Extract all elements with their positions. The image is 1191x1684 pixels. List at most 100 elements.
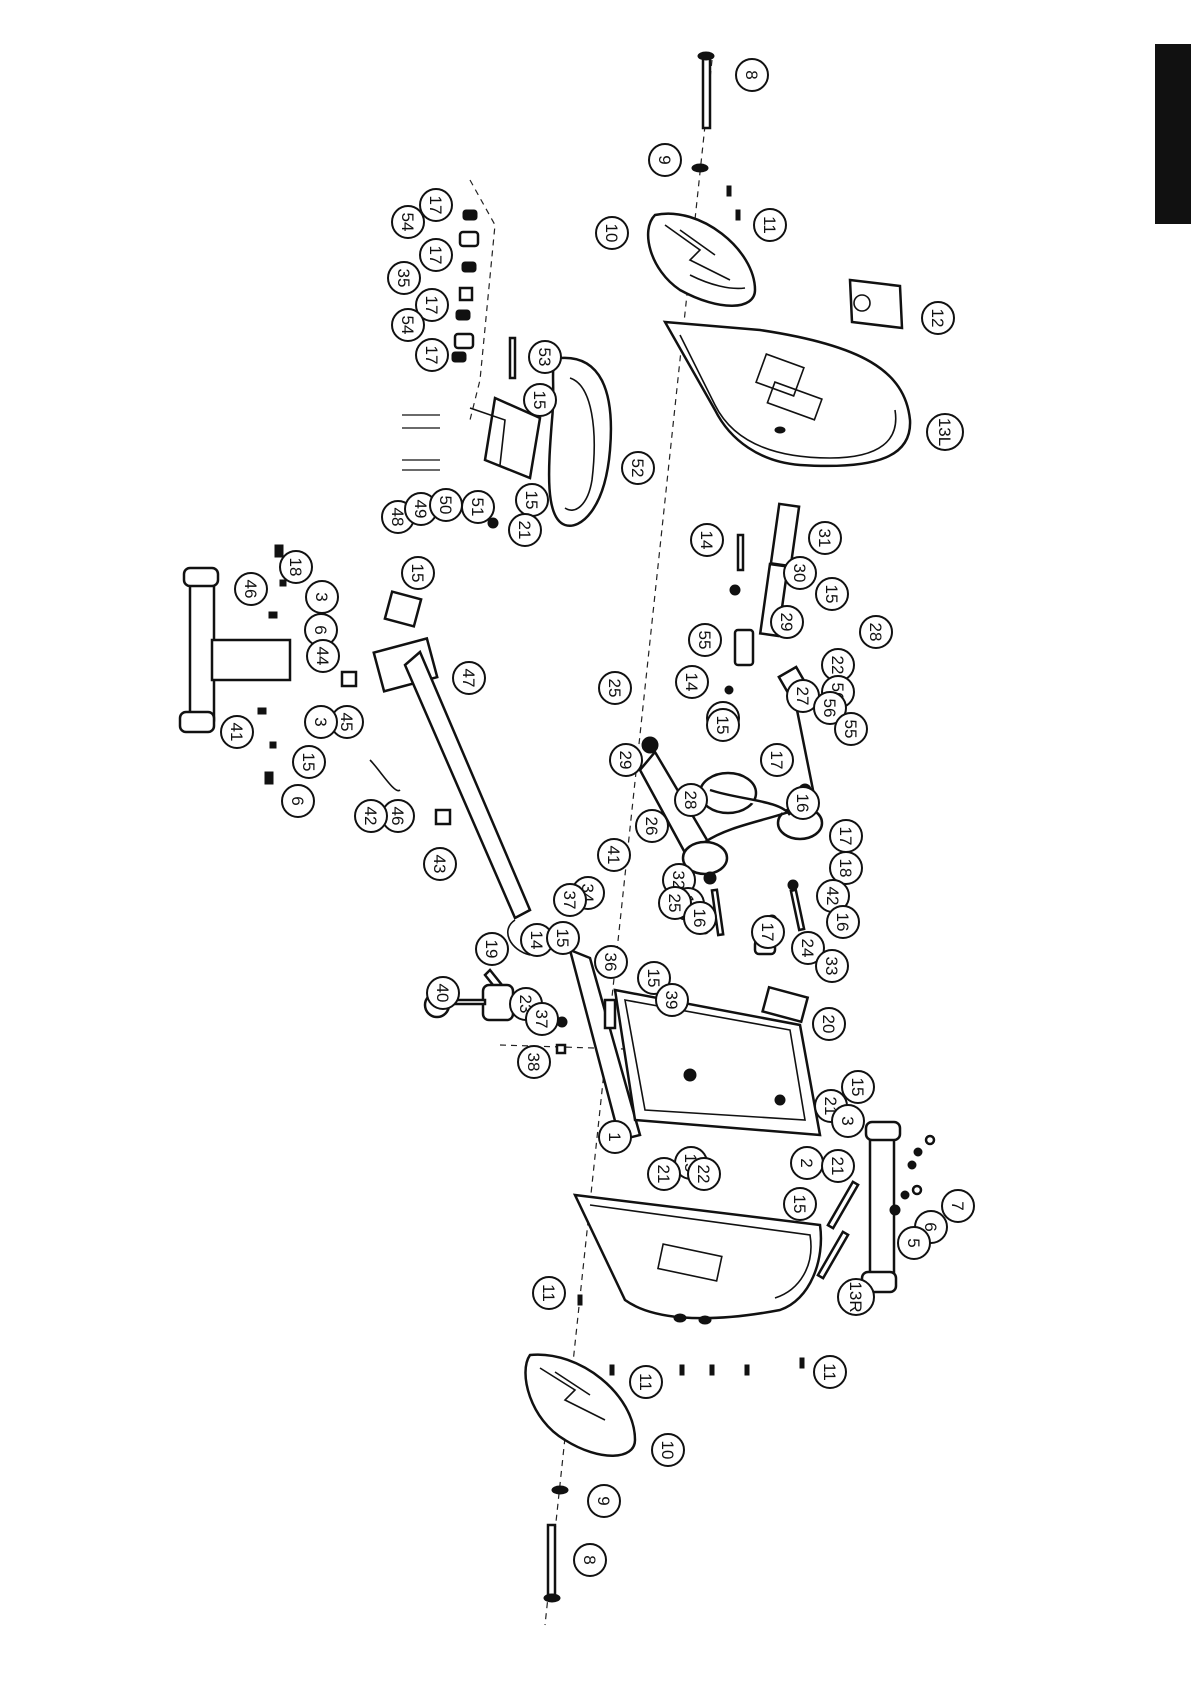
part-number: 10 — [658, 1441, 677, 1460]
part-number: 13L — [935, 418, 954, 446]
part-number: 25 — [665, 894, 684, 913]
part-number: 36 — [601, 953, 620, 972]
part-number: 11 — [760, 216, 779, 234]
part-number: 30 — [790, 564, 809, 583]
part-number: 15 — [553, 929, 572, 948]
part-number: 24 — [798, 939, 817, 958]
part-number: 17 — [426, 246, 445, 265]
part-number: 11 — [636, 1373, 655, 1391]
part-callout: 43 — [424, 848, 456, 880]
part-number: 27 — [793, 687, 812, 706]
part-number: 54 — [398, 213, 417, 232]
part-callout: 9 — [588, 1485, 620, 1517]
part-callout: 15 — [524, 384, 556, 416]
part-callout: 16 — [827, 906, 859, 938]
part-callout: 19 — [476, 933, 508, 965]
console-battery-box — [850, 280, 902, 328]
handlebar-assembly — [180, 568, 530, 955]
part-number: 11 — [539, 1284, 558, 1302]
part-callout: 38 — [518, 1046, 550, 1078]
part-callout: 8 — [736, 59, 768, 91]
part-callout: 41 — [221, 716, 253, 748]
part-number: 17 — [426, 196, 445, 215]
part-callout: 15 — [707, 709, 739, 741]
part-callout: 21 — [822, 1150, 854, 1182]
part-number: 3 — [838, 1116, 857, 1125]
part-number: 38 — [524, 1053, 543, 1072]
part-callout: 16 — [684, 902, 716, 934]
part-number: 28 — [866, 623, 885, 642]
part-number: 14 — [682, 673, 701, 692]
part-number: 11 — [820, 1363, 839, 1381]
part-number: 15 — [522, 491, 541, 510]
part-callout: 54 — [392, 206, 424, 238]
part-number: 17 — [767, 751, 786, 770]
part-number: 17 — [422, 296, 441, 315]
part-number: 47 — [459, 669, 478, 688]
part-number: 20 — [819, 1015, 838, 1034]
part-number: 45 — [337, 713, 356, 732]
part-callout: 11 — [533, 1277, 565, 1309]
part-callout: 6 — [282, 785, 314, 817]
part-callout: 46 — [235, 573, 267, 605]
part-number: 50 — [436, 496, 455, 515]
part-callout: 18 — [280, 551, 312, 583]
part-callout: 15 — [402, 557, 434, 589]
part-number: 9 — [594, 1496, 613, 1505]
part-callout: 11 — [630, 1366, 662, 1398]
rear-stabilizer — [818, 1122, 934, 1292]
part-callout: 21 — [648, 1158, 680, 1190]
part-number: 13R — [846, 1281, 865, 1312]
part-number: 21 — [828, 1157, 847, 1176]
part-number: 15 — [644, 969, 663, 988]
part-callout: 11 — [754, 209, 786, 241]
part-number: 15 — [299, 753, 318, 772]
part-callout: 10 — [596, 217, 628, 249]
part-number: 15 — [848, 1078, 867, 1097]
part-callout: 15 — [516, 484, 548, 516]
part-callout: 16 — [787, 787, 819, 819]
part-callout: 29 — [610, 744, 642, 776]
part-number: 44 — [313, 647, 332, 666]
part-callout: 37 — [554, 884, 586, 916]
part-callout: 9 — [649, 144, 681, 176]
part-number: 40 — [433, 984, 452, 1003]
part-callout: 29 — [771, 606, 803, 638]
side-cover-left — [665, 322, 910, 466]
part-number: 26 — [642, 817, 661, 836]
part-number: 46 — [241, 580, 260, 599]
part-number: 19 — [482, 940, 501, 959]
part-number: 17 — [422, 346, 441, 365]
part-number: 22 — [694, 1165, 713, 1184]
part-number: 37 — [560, 891, 579, 910]
part-number: 12 — [928, 309, 947, 328]
part-number: 8 — [742, 70, 761, 79]
part-callout: 3 — [306, 581, 338, 613]
part-number: 22 — [828, 656, 847, 675]
part-number: 25 — [605, 679, 624, 698]
part-number: 5 — [904, 1238, 923, 1247]
part-number: 16 — [690, 909, 709, 928]
part-number: 3 — [311, 717, 330, 726]
part-number: 42 — [361, 807, 380, 826]
part-callout: 12 — [922, 302, 954, 334]
part-callout: 17 — [830, 820, 862, 852]
part-number: 15 — [790, 1195, 809, 1214]
part-number: 15 — [822, 585, 841, 604]
part-callout: 13L — [927, 414, 963, 450]
part-callout: 51 — [462, 491, 494, 523]
part-number: 55 — [695, 631, 714, 650]
bottom-axle-bolt — [544, 1486, 568, 1602]
part-number: 15 — [713, 716, 732, 735]
part-callout: 3 — [832, 1105, 864, 1137]
part-number: 2 — [797, 1158, 816, 1167]
part-callout: 47 — [453, 662, 485, 694]
part-callout: 15 — [547, 922, 579, 954]
part-callout: 36 — [595, 946, 627, 978]
part-number: 6 — [311, 625, 330, 634]
part-number: 21 — [654, 1165, 673, 1184]
part-number: 53 — [535, 348, 554, 367]
part-number: 43 — [430, 855, 449, 874]
part-number: 41 — [604, 846, 623, 865]
